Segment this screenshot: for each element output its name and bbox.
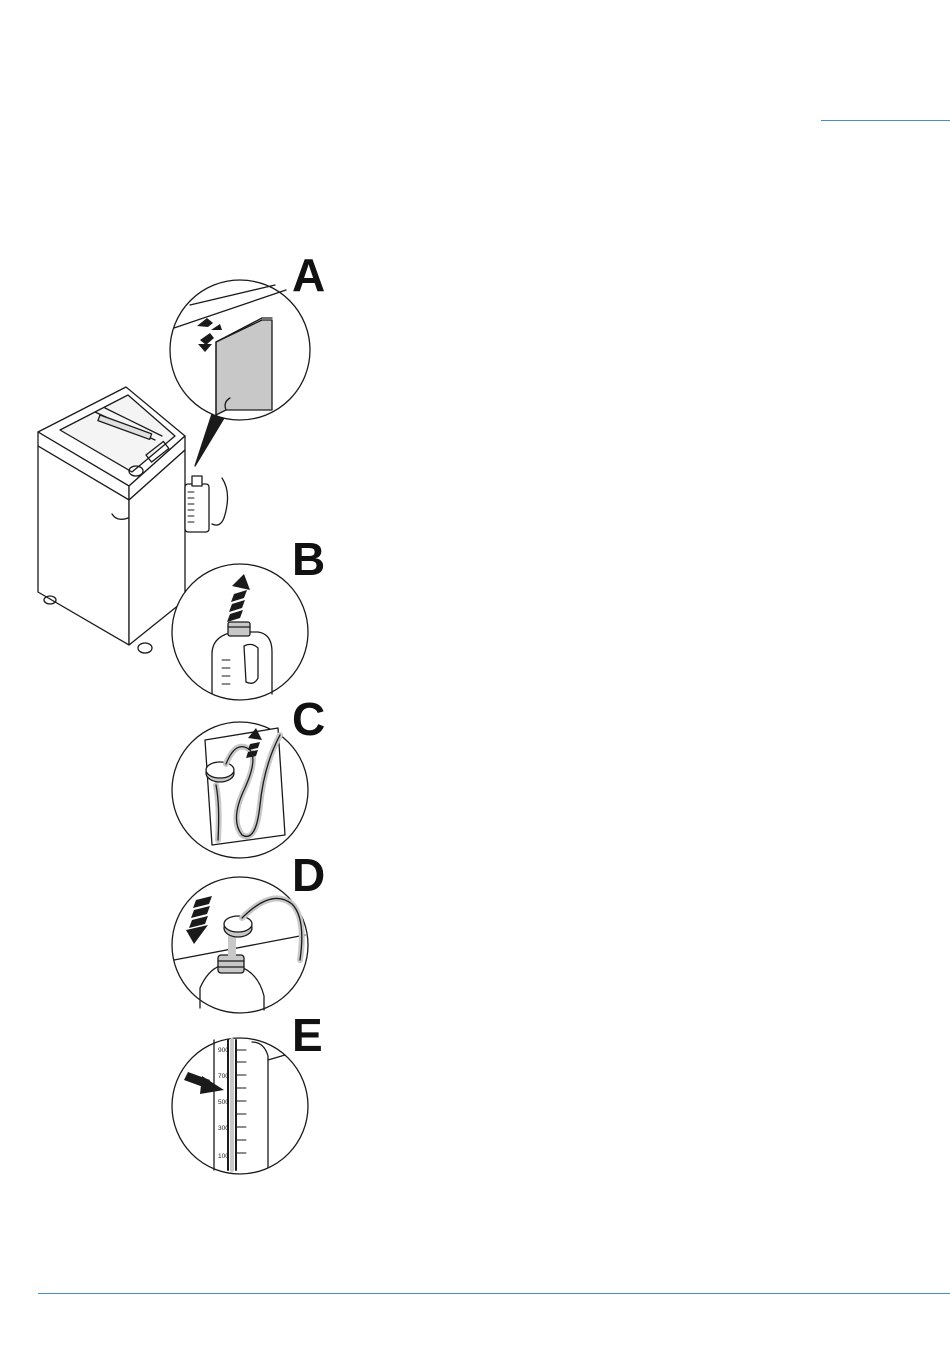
detail-a bbox=[170, 280, 310, 420]
gauge-tick: 500 bbox=[218, 1099, 229, 1106]
gauge-tick: 300 bbox=[218, 1125, 229, 1132]
gauge-tick: 700 bbox=[218, 1073, 229, 1080]
footer-rule bbox=[38, 1293, 950, 1294]
gauge-tick: 900 bbox=[218, 1047, 229, 1054]
detail-e: 900 700 500 300 100 bbox=[172, 1038, 308, 1174]
gauge-tick: 100 bbox=[218, 1153, 229, 1160]
detail-b bbox=[172, 564, 308, 700]
detail-c bbox=[172, 722, 308, 858]
detail-d bbox=[172, 877, 308, 1013]
